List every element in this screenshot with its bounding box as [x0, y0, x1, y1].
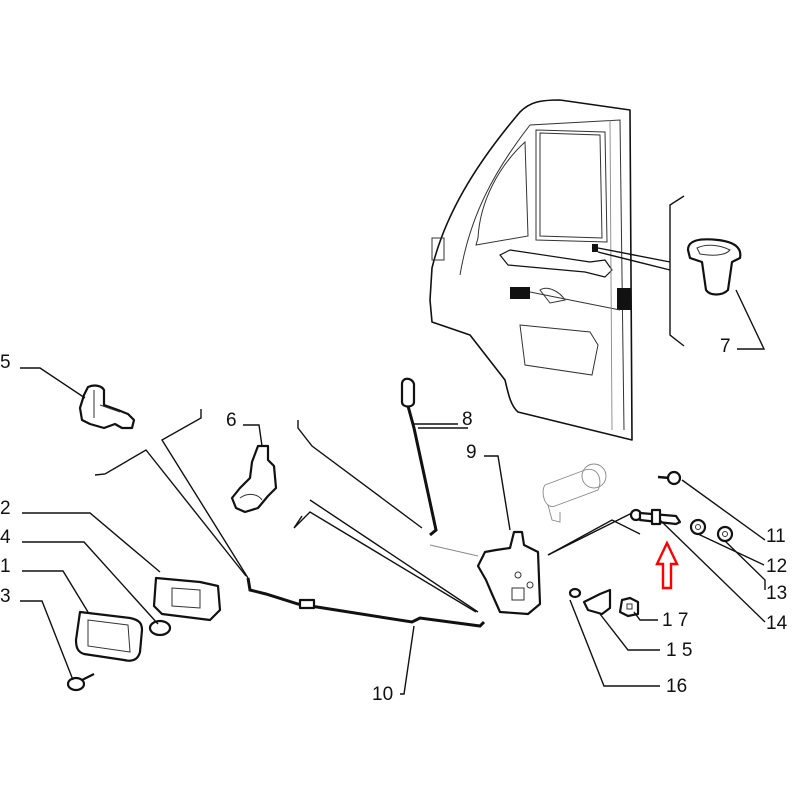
callout-label-17: 1 7 — [662, 610, 688, 631]
callout-label-11: 11 — [766, 526, 786, 547]
callout-label-1: 1 — [0, 556, 11, 577]
part-2-inner-handle — [152, 576, 222, 622]
part-15-striker-plate — [582, 588, 612, 616]
lock-cylinder-illustration — [542, 463, 607, 523]
callout-label-9: 9 — [466, 442, 477, 463]
callout-label-10: 10 — [372, 684, 393, 705]
part-4-clip — [148, 619, 172, 637]
leader-lines — [20, 289, 766, 687]
part-3-screw — [66, 673, 95, 692]
part-17-shim — [618, 596, 640, 618]
part-8-lock-knob-rod — [400, 377, 468, 537]
door-handle-block-icon — [510, 287, 530, 299]
part-13-spacer — [689, 518, 707, 536]
callout-label-2: 2 — [0, 498, 11, 519]
part-9-door-lock — [429, 455, 542, 616]
callout-label-3: 3 — [0, 586, 11, 607]
door-illustration — [429, 99, 633, 441]
part-12-washer — [716, 525, 734, 543]
callout-label-12: 12 — [766, 556, 787, 577]
part-14-striker-pin — [629, 508, 682, 526]
part-7-lock-knob-cup — [686, 238, 742, 296]
callout-brackets-left — [94, 409, 641, 613]
part-10-control-rod — [246, 577, 486, 695]
part-1-inner-handle-bezel — [74, 610, 144, 662]
callout-label-13: 13 — [766, 583, 787, 604]
callout-label-16: 16 — [666, 676, 687, 697]
callout-label-14: 14 — [766, 613, 788, 634]
callout-labels: 5 2 4 1 3 6 7 8 9 10 11 12 13 14 1 5 16 … — [0, 336, 788, 705]
callout-bracket-7 — [597, 195, 685, 347]
callout-label-4: 4 — [0, 527, 11, 548]
part-16-screw — [568, 587, 582, 599]
part-11-bolt — [657, 470, 682, 486]
callout-label-7: 7 — [720, 336, 731, 357]
part-6-lock-button-guide — [230, 444, 278, 514]
callout-label-6: 6 — [226, 410, 237, 431]
callout-label-15: 1 5 — [666, 640, 692, 661]
callout-label-5: 5 — [0, 352, 11, 373]
door-lock-block-icon — [617, 288, 631, 310]
callout-label-8: 8 — [462, 409, 473, 430]
highlight-arrow-icon — [655, 540, 679, 590]
part-5-rod-guide — [78, 384, 136, 430]
